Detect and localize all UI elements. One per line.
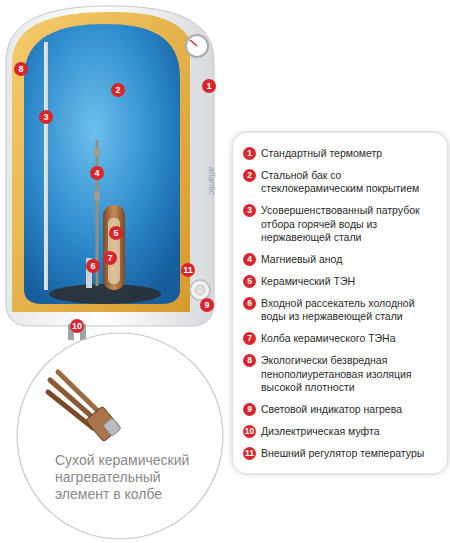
callout-number: 3: [243, 204, 256, 217]
part-name: Стандартный термометр: [261, 147, 437, 160]
steel-tank: [24, 24, 180, 304]
callout-number: 4: [243, 253, 256, 266]
callout-disc: [200, 298, 214, 312]
part-item: 2 Стальной бак со стеклокерамическим покр…: [243, 169, 437, 195]
callout-number: 3: [39, 110, 53, 124]
part-item: 3 Усовершенствованный патрубок отбора гор…: [243, 204, 437, 243]
brand-name: atlantic: [207, 166, 217, 195]
part-item: 6 Входной рассекатель холодной воды из не…: [243, 297, 437, 323]
part-name: Усовершенствованный патрубок отбора горя…: [261, 204, 437, 243]
temperature-knob: [190, 280, 210, 300]
callout-number: 4: [90, 166, 104, 180]
heating-element-picture: [48, 372, 121, 442]
callout-disc: [109, 226, 123, 240]
inset-ring: [17, 333, 223, 539]
callout-number: 8: [14, 62, 28, 76]
callout-number: 6: [86, 259, 100, 273]
callout-number: 2: [243, 169, 256, 182]
part-name: Внешний регулятор температуры: [261, 447, 437, 460]
part-item: 9 Световой индикатор нагрева: [243, 403, 437, 416]
heater-housing: [6, 6, 214, 326]
callout-number: 10: [243, 425, 256, 438]
part-name: Керамический ТЭН: [261, 275, 437, 288]
part-item: 10 Диэлектрическая муфта: [243, 425, 437, 438]
part-name: Экологически безвредная пенополиуретанов…: [261, 354, 437, 393]
part-name: Стальной бак со стеклокерамическим покры…: [261, 169, 437, 195]
callout-number: 7: [243, 332, 256, 345]
hot-water-pipe: [44, 42, 48, 290]
pipe-highlight: [45, 42, 46, 290]
callout-number: 1: [202, 79, 216, 93]
heater-flask: [103, 205, 125, 290]
callout-discs: [14, 62, 216, 333]
callout-disc: [103, 251, 117, 265]
inset-caption: Сухой керамический нагревательный элемен…: [55, 452, 205, 502]
callout-number: 9: [200, 298, 214, 312]
callout-number: 5: [243, 275, 256, 288]
callout-number: 7: [103, 251, 117, 265]
callout-disc: [39, 110, 53, 124]
heater-rod: [58, 372, 103, 416]
part-name: Магниевый анод: [261, 253, 437, 266]
part-item: 8 Экологически безвредная пенополиуретано…: [243, 354, 437, 393]
callout-number: 2: [111, 83, 125, 97]
inset-outline: [16, 332, 224, 540]
inset-circle: Сухой керамический нагревательный элемен…: [16, 332, 224, 540]
callout-number: 1: [243, 147, 256, 160]
part-item: 1 Стандартный термометр: [243, 147, 437, 160]
part-name: Колба керамического ТЭНа: [261, 332, 437, 345]
thermometer: [186, 35, 208, 57]
callout-number: 5: [109, 226, 123, 240]
heater-rod: [48, 392, 93, 428]
callout-number: 11: [181, 263, 195, 277]
callout-disc: [70, 319, 84, 333]
callout-disc: [181, 263, 195, 277]
part-name: Диэлектрическая муфта: [261, 425, 437, 438]
insulation-layer: [12, 12, 190, 312]
part-item: 4 Магниевый анод: [243, 253, 437, 266]
callout-disc: [86, 259, 100, 273]
callout-disc: [14, 62, 28, 76]
callout-disc: [90, 166, 104, 180]
legend-panel: 1 Стандартный термометр 2 Стальной бак со с…: [233, 133, 447, 473]
callout-number: 8: [243, 354, 256, 367]
part-item: 5 Керамический ТЭН: [243, 275, 437, 288]
bottom-flange: [49, 284, 161, 304]
part-name: Световой индикатор нагрева: [261, 403, 437, 416]
part-item: 7 Колба керамического ТЭНа: [243, 332, 437, 345]
anode-bulge: [94, 147, 100, 157]
part-name: Входной рассекатель холодной воды из нер…: [261, 297, 437, 323]
anode-bulge: [94, 191, 100, 201]
callout-number: 10: [70, 319, 84, 333]
callout-disc: [202, 79, 216, 93]
knob-center: [195, 285, 205, 295]
callout-disc: [111, 83, 125, 97]
thermometer-needle: [190, 40, 197, 46]
callout-number: 11: [243, 447, 256, 460]
element-terminal: [103, 418, 121, 436]
element-flange: [86, 406, 121, 442]
callout-number: 6: [243, 297, 256, 310]
part-item: 11 Внешний регулятор температуры: [243, 447, 437, 460]
callout-number: 9: [243, 403, 256, 416]
